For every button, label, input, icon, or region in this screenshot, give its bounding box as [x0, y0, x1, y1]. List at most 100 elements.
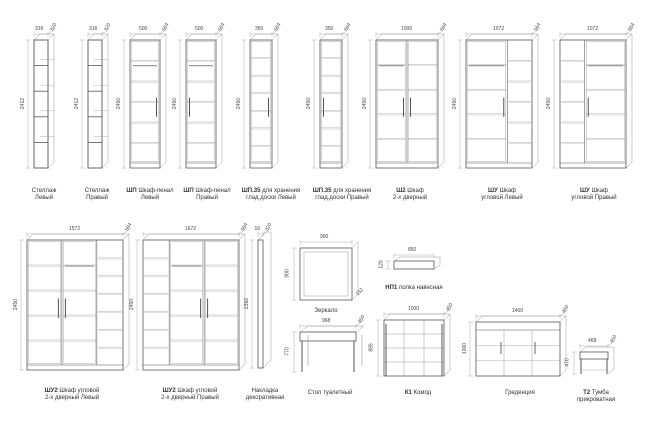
dimension-lines-shp35-right [312, 27, 351, 169]
item-subtitle: Левый [34, 195, 54, 201]
dimension-lines-shu-left [458, 27, 541, 169]
width-dimension-zerkalo: 900 [320, 234, 329, 240]
item-name: Шкаф угловой [177, 388, 218, 394]
height-dimension-zerkalo: 900 [284, 269, 291, 278]
height-dimension-sh2: 2450 [362, 97, 369, 110]
width-dimension-shu-left: 1072 [493, 26, 505, 32]
item-code: Ш2 [396, 188, 406, 194]
caption-gredenciya: Греденция [505, 390, 535, 397]
dimension-lines-t2 [572, 339, 617, 375]
item-code: ШП [183, 188, 194, 194]
width-dimension-sh2: 1000 [401, 26, 413, 32]
drawing-gredenciya [475, 315, 567, 377]
drawing-shp35-right [319, 33, 349, 169]
item-code: НП1 [385, 285, 398, 291]
caption-line1: ШП.35 для хранения [313, 188, 372, 195]
item-code: ШУ [580, 188, 590, 194]
item-subtitle: Правый [196, 195, 218, 201]
height-dimension-shu-left: 2450 [452, 97, 459, 110]
drawing-shp35-left [249, 33, 279, 169]
height-dimension-shp35-left: 2450 [236, 97, 243, 110]
item-name: Комод [413, 390, 432, 396]
item-subtitle: 2-х дверный Правый [161, 395, 219, 401]
height-dimension-shu2-right: 2450 [129, 298, 136, 311]
height-dimension-shp35-right: 2450 [306, 97, 313, 110]
dimension-lines-shp35-left [242, 27, 281, 169]
drawing-k1 [383, 313, 451, 377]
drawing-shp-right [185, 33, 223, 169]
drawing-t2 [579, 346, 615, 375]
width-dimension-gredenciya: 1400 [512, 308, 524, 314]
caption-line1: Ш2 Шкаф [393, 188, 427, 195]
item-name: Зеркало [314, 308, 338, 314]
height-dimension-np1: 120 [378, 260, 385, 269]
drawing-np1 [393, 256, 441, 270]
item-name: Греденция [505, 390, 535, 396]
item-code: ШУ2 [44, 388, 58, 394]
item-subtitle: прикроватная [576, 397, 616, 403]
width-dimension-shu-right: 1072 [587, 26, 599, 32]
drawing-stellazh-left [33, 33, 55, 169]
item-code: ШУ [488, 188, 498, 194]
width-dimension-stol: 968 [322, 318, 331, 324]
caption-line1: ШУ2 Шкаф угловой [45, 388, 100, 395]
dimension-lines-shu2-right [135, 227, 248, 371]
item-name: Шкаф [591, 188, 608, 194]
dimension-lines-gredenciya [468, 309, 569, 377]
caption-line1: ШУ2 Шкаф угловой [161, 388, 219, 395]
item-code: ШП.35 [241, 188, 261, 194]
width-dimension-stellazh-left: 316 [35, 26, 44, 32]
item-subtitle: Левый [140, 195, 160, 201]
caption-line1: Зеркало [314, 308, 337, 315]
height-dimension-shp-right: 2450 [172, 97, 179, 110]
dimension-lines-zerkalo [292, 240, 353, 301]
height-dimension-stellazh-right: 2412 [74, 97, 81, 110]
height-dimension-gredenciya: 1000 [462, 342, 469, 355]
width-dimension-shp-left: 500 [139, 26, 148, 32]
caption-line1: Стеллаж [32, 188, 57, 195]
item-name: Шкаф [499, 188, 516, 194]
caption-np1: НП1 полка навесная [385, 285, 442, 292]
caption-line1: Греденция [505, 390, 535, 397]
item-name: Шкаф [407, 188, 424, 194]
item-name: Тумба [591, 390, 609, 396]
item-name: Стеллаж [84, 188, 110, 194]
drawing-shp-left [129, 33, 167, 169]
dimension-lines-shu2-left [19, 227, 132, 371]
drawing-sh2 [375, 33, 445, 169]
item-name: Шкаф-пенал [195, 188, 231, 194]
dimension-lines-stellazh-right [80, 27, 111, 169]
item-name: для хранения [333, 188, 372, 194]
item-name: Накладка [251, 388, 279, 394]
item-name: Шкаф-пенал [138, 188, 174, 194]
height-dimension-nakladka: 2392 [244, 297, 251, 310]
drawing-zerkalo [299, 241, 359, 301]
dimension-lines-k1 [376, 307, 453, 377]
caption-zerkalo: Зеркало [314, 308, 337, 315]
width-dimension-shp35-right: 350 [325, 26, 334, 32]
item-subtitle: декоративная [245, 395, 285, 401]
height-dimension-shu2-left: 2450 [13, 298, 20, 311]
drawing-shu2-right [142, 233, 246, 371]
caption-line1: Накладка [246, 388, 285, 395]
width-dimension-shp35-left: 350 [255, 26, 264, 32]
item-subtitle: 2-х дверный Левый [44, 395, 100, 401]
caption-line1: НП1 полка навесная [385, 285, 442, 292]
drawing-shu-right [559, 33, 633, 169]
height-dimension-shu-right: 2450 [546, 97, 553, 110]
caption-line1: ШУ Шкаф [571, 188, 616, 195]
height-dimension-t2: 470 [564, 358, 571, 367]
item-name: Стол туалетный [307, 390, 353, 396]
width-dimension-shu2-right: 1672 [185, 226, 197, 232]
item-subtitle: угловой Левый [481, 195, 523, 201]
width-dimension-nakladka: 16 [254, 226, 261, 232]
